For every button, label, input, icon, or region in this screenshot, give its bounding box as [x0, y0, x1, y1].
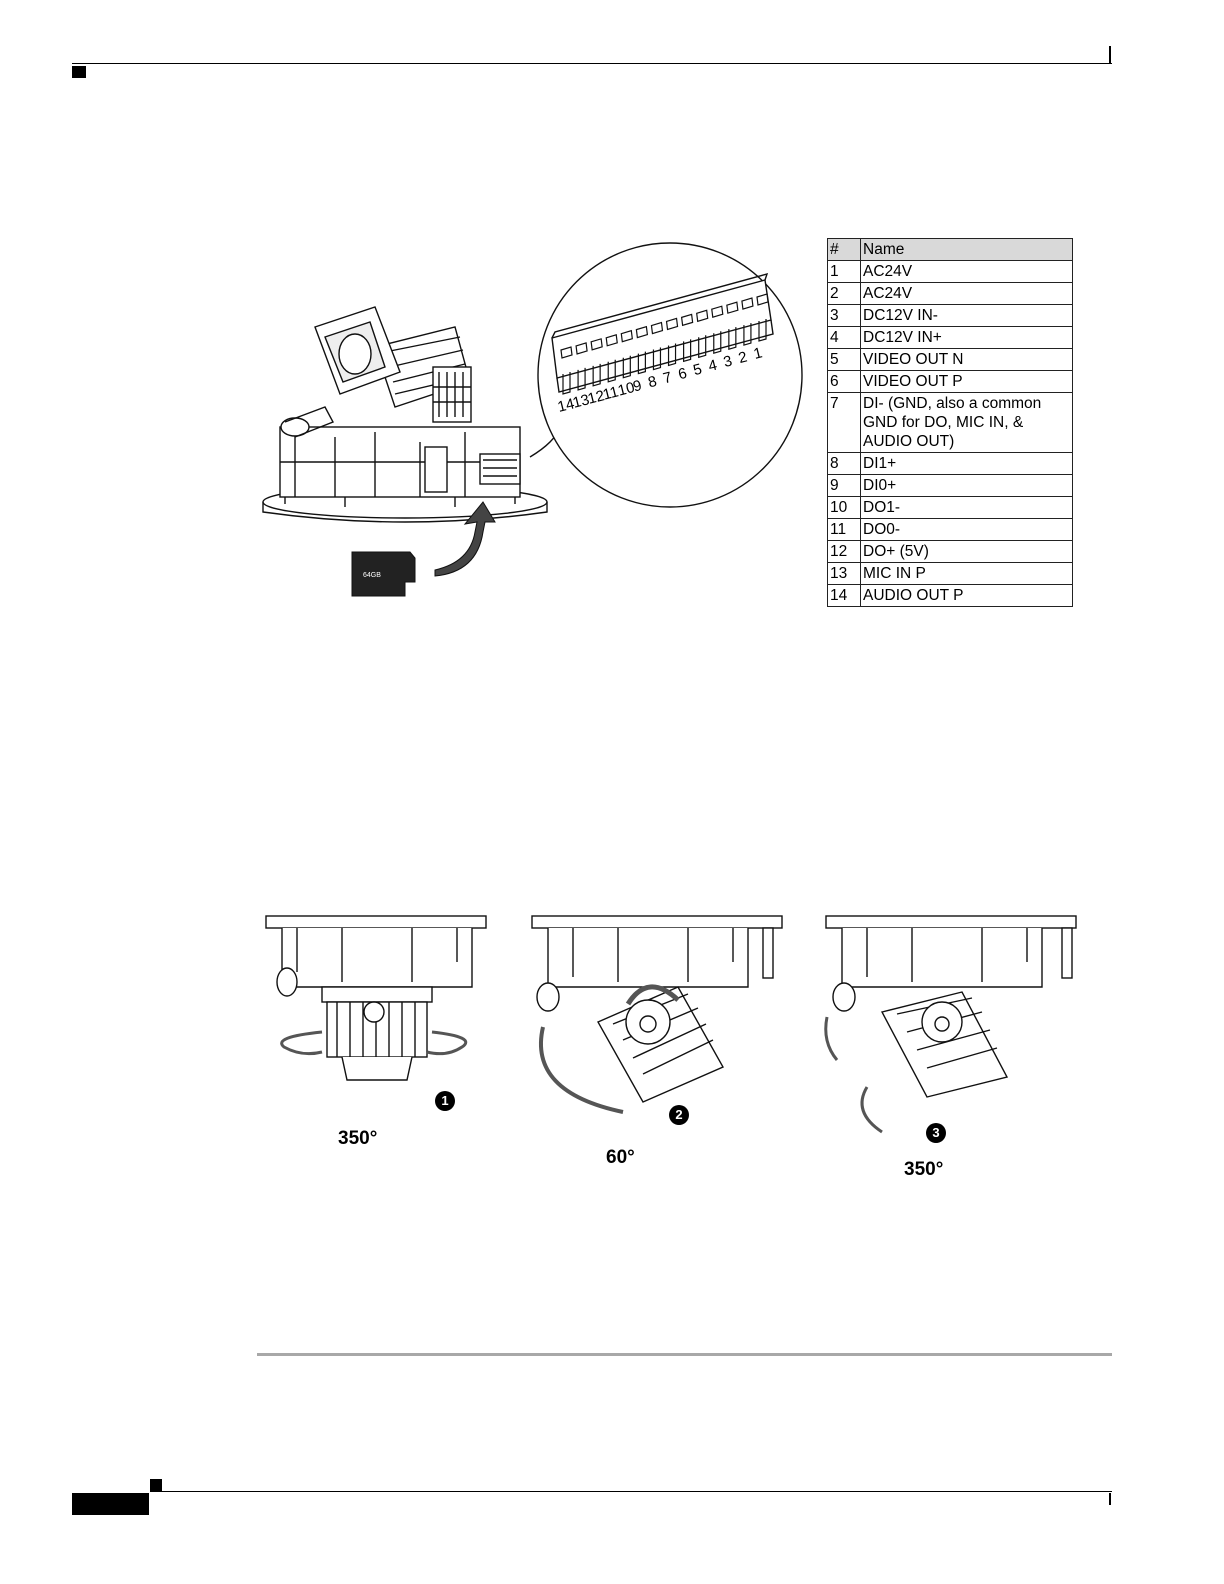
step-3-badge: 3	[926, 1123, 946, 1143]
rotate-angle-label: 350°	[904, 1159, 943, 1181]
pin-number-cell: 8	[828, 453, 861, 475]
table-row: 4DC12V IN+	[828, 327, 1073, 349]
pin-name-cell: DC12V IN+	[861, 327, 1073, 349]
section-divider	[257, 1353, 1112, 1356]
pin-number-cell: 3	[828, 305, 861, 327]
footer-tick	[1109, 1493, 1111, 1505]
pin-number-cell: 5	[828, 349, 861, 371]
pin-number-cell: 6	[828, 371, 861, 393]
pin-name-cell: AUDIO OUT P	[861, 585, 1073, 607]
pin-number-cell: 13	[828, 563, 861, 585]
pin-name-cell: AC24V	[861, 261, 1073, 283]
pin-name-cell: DI- (GND, also a common GND for DO, MIC …	[861, 393, 1073, 453]
pin-name-cell: DI1+	[861, 453, 1073, 475]
column-header-name: Name	[861, 239, 1073, 261]
pin-name-cell: DO+ (5V)	[861, 541, 1073, 563]
pan-view	[266, 916, 486, 1080]
step-2-badge: 2	[669, 1105, 689, 1125]
pin-name-cell: DO1-	[861, 497, 1073, 519]
pin-number-cell: 10	[828, 497, 861, 519]
pin-number-cell: 1	[828, 261, 861, 283]
pin-number-cell: 4	[828, 327, 861, 349]
pin-name-cell: VIDEO OUT N	[861, 349, 1073, 371]
pin-number-cell: 7	[828, 393, 861, 453]
pin-number-cell: 12	[828, 541, 861, 563]
table-row: 8DI1+	[828, 453, 1073, 475]
pin-number-cell: 14	[828, 585, 861, 607]
pin-number-cell: 9	[828, 475, 861, 497]
header-marker	[72, 66, 86, 78]
rotate-view	[826, 916, 1076, 1132]
header-rule	[72, 63, 1112, 64]
tilt-angle-label: 60°	[606, 1147, 635, 1169]
sd-card-icon: 64GB	[352, 552, 415, 596]
pin-name-cell: DO0-	[861, 519, 1073, 541]
footer-tab	[72, 1493, 149, 1515]
table-row: 2AC24V	[828, 283, 1073, 305]
footer-rule	[150, 1491, 1112, 1492]
footer-marker	[150, 1479, 162, 1491]
pan-angle-label: 350°	[338, 1128, 377, 1150]
step-1-badge: 1	[435, 1091, 455, 1111]
tilt-view	[532, 916, 782, 1112]
pin-number-cell: 2	[828, 283, 861, 305]
pin-name-cell: DI0+	[861, 475, 1073, 497]
pin-name-cell: VIDEO OUT P	[861, 371, 1073, 393]
pin-name-cell: MIC IN P	[861, 563, 1073, 585]
header-tick	[1109, 46, 1111, 64]
sd-card-label: 64GB	[363, 572, 381, 579]
column-header-number: #	[828, 239, 861, 261]
pin-number-cell: 11	[828, 519, 861, 541]
pin-name-cell: AC24V	[861, 283, 1073, 305]
table-header-row: # Name	[828, 239, 1073, 261]
pin-name-cell: DC12V IN-	[861, 305, 1073, 327]
